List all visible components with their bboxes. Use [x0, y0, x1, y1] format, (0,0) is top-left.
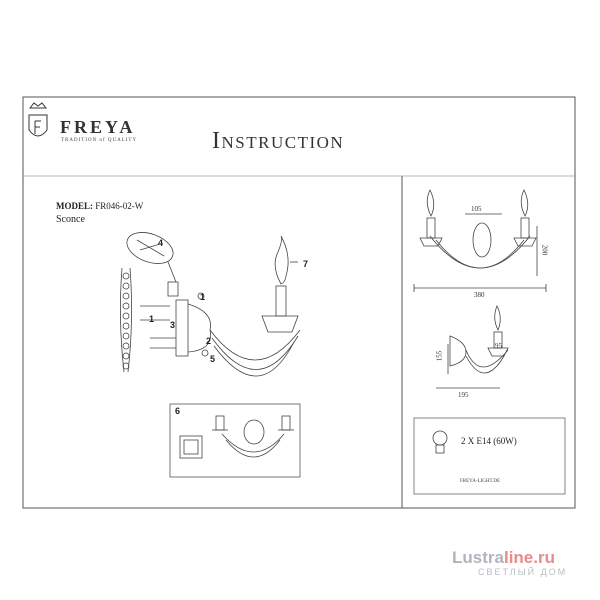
crystal-strip	[120, 267, 132, 373]
product-type: Sconce	[56, 214, 85, 225]
brand-name: FREYA	[60, 117, 136, 137]
model-code: FR046-02-W	[95, 201, 144, 211]
step-7-label: 7	[303, 259, 309, 269]
bulb-spec-box	[413, 417, 566, 495]
watermark-b: line.ru	[503, 548, 555, 567]
step-2-label: 2	[206, 336, 212, 346]
crown-logo	[28, 102, 48, 137]
model-line: MODEL: FR046-02-W	[56, 201, 143, 211]
dim-200: 200	[540, 244, 549, 256]
step-1b-label: 1	[149, 314, 155, 324]
watermark-a: Lustra	[452, 548, 504, 567]
step-6-label: 6	[175, 406, 181, 416]
step-3-label: 3	[170, 320, 176, 330]
bulb-spec: 2 X E14 (60W)	[461, 436, 517, 446]
zoom-detail	[126, 232, 177, 283]
website: FREYA-LIGHT.DE	[460, 479, 501, 484]
step6-box	[169, 403, 301, 478]
page-frame	[22, 96, 576, 509]
brand-tagline: TRADITION of QUALITY	[61, 138, 138, 143]
dim-195: 195	[458, 391, 469, 399]
step-5-label: 5	[210, 354, 216, 364]
dim-95: 95	[495, 342, 502, 350]
side-view-drawing	[436, 305, 509, 389]
watermark-main: Lustraline.ru	[452, 548, 555, 568]
watermark-sub: СВЕТЛЫЙ ДОМ	[478, 567, 568, 577]
step-4-label: 4	[158, 238, 164, 248]
model-label: MODEL:	[56, 201, 93, 211]
sconce-arm	[209, 235, 301, 377]
step6-drawing	[179, 415, 294, 459]
page-title: Instruction	[212, 128, 345, 154]
dim-380: 380	[474, 291, 485, 299]
dim-105: 105	[471, 205, 482, 213]
bulb-icon	[432, 430, 448, 454]
step-1-label: 1	[200, 292, 206, 302]
dim-155: 155	[435, 350, 444, 362]
front-view-drawing	[413, 189, 547, 292]
